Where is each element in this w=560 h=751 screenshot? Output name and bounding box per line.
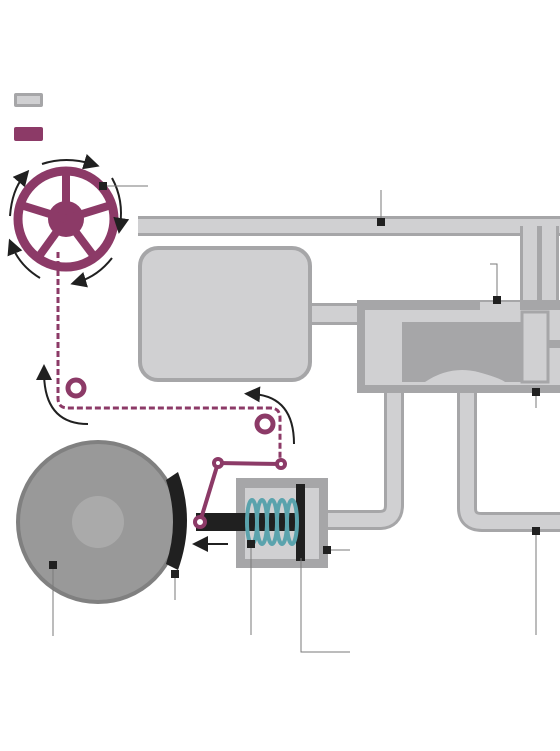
callout-leaders [52, 185, 537, 653]
brake-rod-lever [193, 457, 287, 529]
right-return-pipe [457, 385, 560, 532]
legend-swatch-air [14, 93, 43, 107]
rotation-arrows [7, 154, 130, 288]
rail-wheel [16, 440, 180, 604]
motion-arrows [36, 364, 295, 552]
chain-pulleys [65, 377, 276, 435]
legend-swatch-mechanical [14, 127, 43, 141]
cylinder-pipe [325, 385, 404, 530]
brake-shoe [166, 472, 187, 570]
train-line-pipe [138, 216, 560, 320]
triple-valve [357, 300, 560, 393]
piston [296, 484, 305, 561]
hand-brake-wheel [13, 166, 119, 272]
brake-chain [56, 252, 282, 460]
callout-markers [49, 182, 540, 578]
auxiliary-reservoir [138, 246, 312, 382]
